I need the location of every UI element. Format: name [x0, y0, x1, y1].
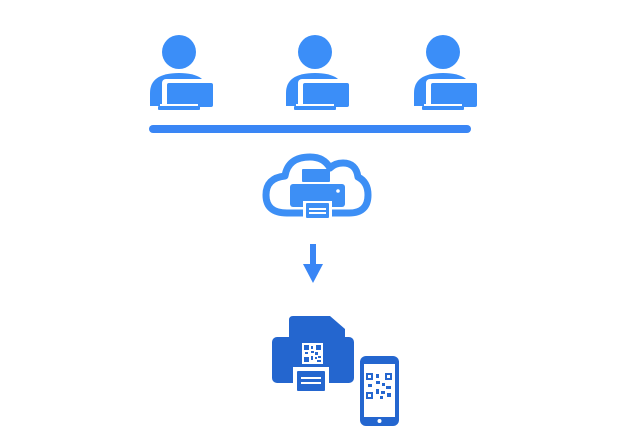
network-bus-line — [149, 125, 471, 133]
qr-printer-icon — [272, 316, 354, 393]
cloud-printer-icon — [262, 153, 372, 221]
arrow-down-icon — [303, 244, 323, 283]
smartphone-qr-icon — [360, 356, 399, 426]
qr-code-icon — [302, 343, 323, 364]
qr-code-icon — [366, 373, 392, 399]
user-laptop-icon — [414, 35, 481, 110]
user-laptop-icon — [286, 35, 353, 110]
user-laptop-icon — [150, 35, 217, 110]
